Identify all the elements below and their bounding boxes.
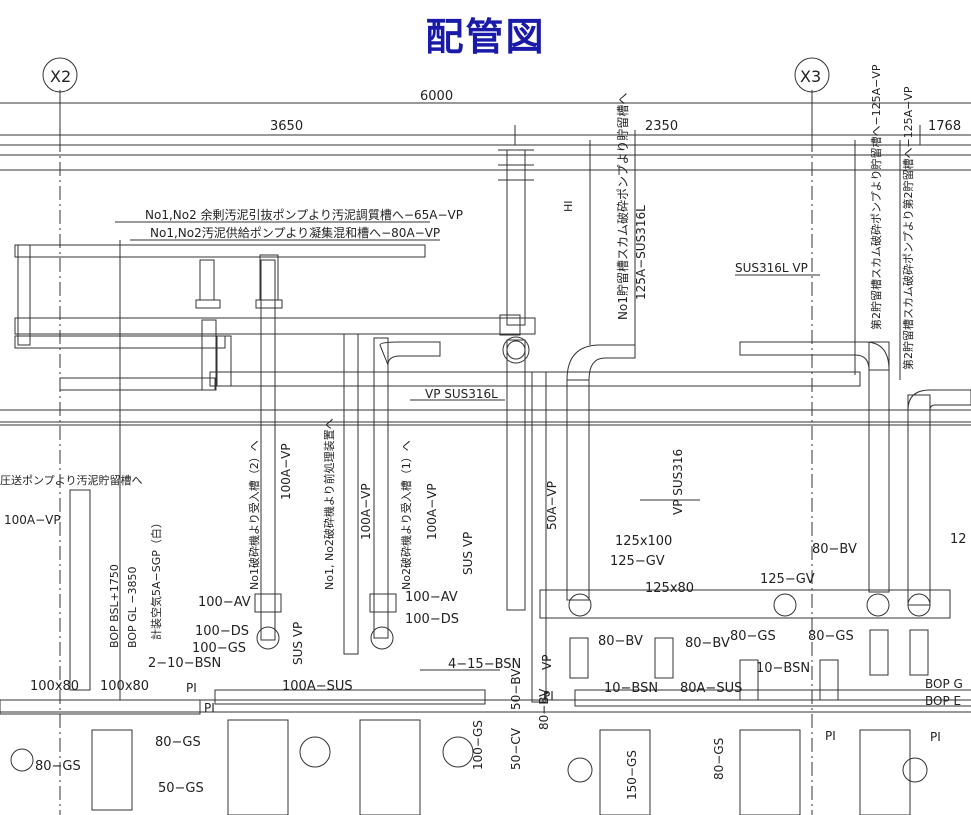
dim-right: 2350 (645, 119, 678, 134)
label-bop-g: BOP G (925, 677, 963, 691)
annotation-7: SUS316L VP (735, 261, 808, 275)
drawing-title: 配管図 (425, 15, 546, 59)
label-80bv-1: 80−BV (812, 542, 857, 557)
grid-bubble-x2 (42, 57, 78, 93)
label-80gs-2: 80−GS (808, 629, 854, 644)
label-80gs-5: 80−GS (712, 738, 726, 780)
label-125x80: 125x80 (645, 581, 694, 596)
label-2-10-bsn: 2−10−BSN (148, 656, 221, 671)
label-80bv-2: 80−BV (598, 634, 643, 649)
label-50gs: 50−GS (158, 781, 204, 796)
annotation-14: No2破砕機より受入槽（1）へ (399, 440, 413, 590)
dim-overall: 6000 (420, 89, 453, 104)
label-100x80-a: 100x80 (30, 679, 79, 694)
label-10-bsn-1: 10−BSN (756, 661, 810, 676)
label-80a-sus: 80A−SUS (680, 681, 742, 696)
label-pi-1: PI (186, 681, 197, 695)
annotation-19: 計装空気5A−SGP（白） (149, 517, 163, 640)
label-hi: HI (562, 200, 575, 212)
label-80gs-3: 80−GS (155, 735, 201, 750)
annotation-23: SUS VP (291, 622, 305, 665)
annotation-4: 125A−SUS316L (634, 205, 648, 300)
label-100x80-b: 100x80 (100, 679, 149, 694)
label-100av-1: 100−AV (198, 595, 251, 610)
annotation-9: VP SUS316 (671, 449, 685, 515)
label-125gv: 125−GV (610, 554, 665, 569)
annotation-17: 100A−VP (425, 483, 439, 540)
annotation-18: 50A−VP (545, 481, 559, 530)
annotation-8: VP SUS316L (425, 387, 498, 401)
label-100ds-1: 100−DS (195, 624, 249, 639)
annotation-11: 100A−VP (4, 513, 61, 527)
annotation-3: No1貯留槽スカム破砕ポンプより貯留槽へ (615, 93, 630, 320)
annotation-12: No1破砕機より受入槽（2）へ (247, 440, 261, 590)
label-100av-2: 100−AV (405, 590, 458, 605)
annotation-5: 第2貯留槽スカム破砕ポンプより貯留槽へ−125A−VP (869, 64, 883, 330)
label-12: 12 (950, 532, 967, 547)
label-pi-3: PI (543, 689, 554, 703)
annotation-10: 圧送ポンプより汚泥貯留槽へ (0, 473, 142, 487)
annotation-2: No1,No2汚泥供給ポンプより凝集混和槽へ−80A−VP (150, 225, 440, 240)
label-125x100: 125x100 (615, 534, 672, 549)
annotation-15: 100A−VP (279, 443, 293, 500)
label-80bv-4: 80−BV (537, 688, 551, 730)
label-bop-e: BOP E (925, 694, 961, 708)
label-80bv-3: 80−BV (685, 636, 730, 651)
label-pi-5: PI (930, 730, 941, 744)
label-10-bsn-2: 10−BSN (604, 681, 658, 696)
label-50bv: 50−BV (509, 668, 523, 710)
label-100ds-2: 100−DS (405, 612, 459, 627)
label-80gs-1: 80−GS (730, 629, 776, 644)
label-4-15-bsn: 4−15−BSN (448, 657, 521, 672)
dim-far-right: 1768 (928, 119, 961, 134)
label-50cv: 50−CV (509, 727, 523, 770)
label-100gs: 100−GS (192, 641, 246, 656)
annotation-21: BOP GL −3850 (126, 566, 139, 648)
grid-bubble-x3 (794, 57, 830, 93)
label-100gs-2: 100−GS (471, 720, 485, 770)
label-100a-sus: 100A−SUS (282, 679, 353, 694)
annotation-1: No1,No2 余剰汚泥引抜ポンプより汚泥調質槽へ−65A−VP (145, 207, 463, 222)
label-80gs-4: 80−GS (35, 759, 81, 774)
label-pi-2: PI (204, 701, 215, 715)
annotation-20: BOP BSL+1750 (108, 564, 121, 648)
label-vp: VP (540, 655, 554, 670)
dim-left: 3650 (270, 119, 303, 134)
annotation-13: No1, No2破砕機より前処理装置へ (322, 418, 336, 590)
label-150gs: 150−GS (625, 750, 639, 800)
grid-label-x3: X3 (800, 67, 821, 86)
annotation-16: 100A−VP (359, 483, 373, 540)
label-pi-4: PI (825, 729, 836, 743)
grid-label-x2: X2 (50, 67, 71, 86)
annotation-22: SUS VP (461, 532, 475, 575)
label-125gv-2: 125−GV (760, 572, 815, 587)
annotation-6: 第2貯留槽スカム破砕ポンプより第2貯留槽へ−125A−VP (901, 86, 915, 370)
